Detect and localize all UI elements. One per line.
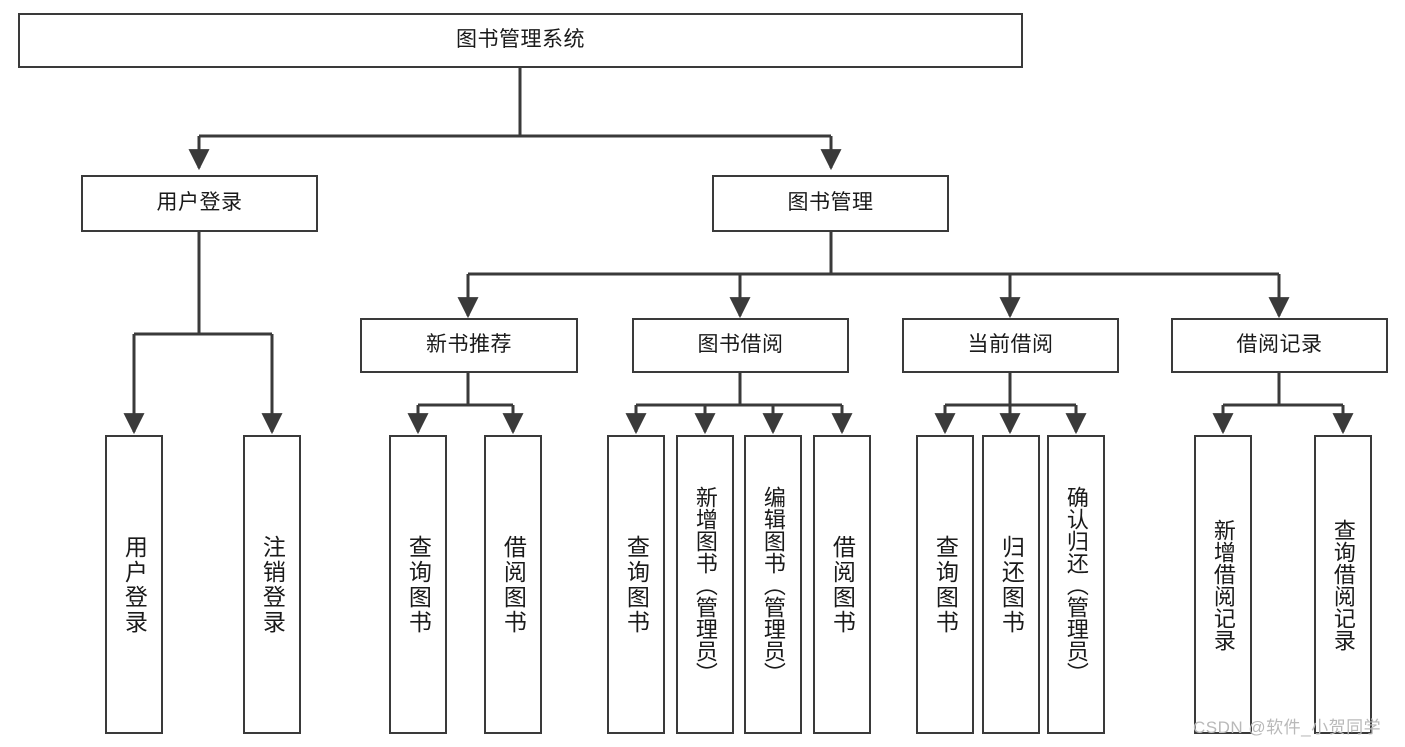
leaf-logout[interactable]: 注销登录 [243, 435, 301, 734]
leaf-add-book-admin[interactable]: 新增图书（管理员） [676, 435, 734, 734]
leaf-query-book-recommend[interactable]: 查询图书 [389, 435, 447, 734]
node-label: 借阅记录 [1236, 333, 1323, 357]
node-label: 查询图书 [932, 534, 959, 635]
leaf-query-book-borrow[interactable]: 查询图书 [607, 435, 665, 734]
node-book-borrow[interactable]: 图书借阅 [632, 318, 849, 373]
node-label: 图书借阅 [697, 333, 784, 357]
node-label: 归还图书 [998, 534, 1025, 635]
node-label: 查询图书 [405, 534, 432, 635]
leaf-confirm-return-admin[interactable]: 确认归还（管理员） [1047, 435, 1105, 734]
node-user-login[interactable]: 用户登录 [81, 175, 318, 232]
node-label: 图书管理系统 [456, 28, 585, 52]
csdn-watermark: CSDN @软件_小贺同学 [1193, 718, 1382, 737]
leaf-user-login[interactable]: 用户登录 [105, 435, 163, 734]
node-new-book-recommend[interactable]: 新书推荐 [360, 318, 578, 373]
node-borrow-records[interactable]: 借阅记录 [1171, 318, 1388, 373]
node-label: 借阅图书 [500, 534, 527, 635]
leaf-edit-book-admin[interactable]: 编辑图书（管理员） [744, 435, 802, 734]
node-current-borrow[interactable]: 当前借阅 [902, 318, 1119, 373]
node-root-system[interactable]: 图书管理系统 [18, 13, 1023, 68]
node-label: 编辑图书（管理员） [760, 485, 786, 684]
leaf-add-borrow-record[interactable]: 新增借阅记录 [1194, 435, 1252, 734]
node-label: 当前借阅 [967, 333, 1054, 357]
node-label: 查询借阅记录 [1330, 518, 1356, 651]
node-label: 确认归还（管理员） [1063, 485, 1089, 684]
node-label: 查询图书 [623, 534, 650, 635]
node-label: 用户登录 [156, 191, 243, 215]
leaf-return-book[interactable]: 归还图书 [982, 435, 1040, 734]
node-label: 注销登录 [259, 534, 286, 635]
leaf-query-book-current[interactable]: 查询图书 [916, 435, 974, 734]
leaf-borrow-book[interactable]: 借阅图书 [813, 435, 871, 734]
leaf-borrow-book-recommend[interactable]: 借阅图书 [484, 435, 542, 734]
node-label: 新增图书（管理员） [692, 485, 718, 684]
node-label: 用户登录 [121, 534, 148, 635]
node-book-management[interactable]: 图书管理 [712, 175, 949, 232]
node-label: 新增借阅记录 [1210, 518, 1236, 651]
node-label: 借阅图书 [829, 534, 856, 635]
node-label: 新书推荐 [426, 333, 512, 357]
node-label: 图书管理 [787, 191, 874, 215]
leaf-query-borrow-record[interactable]: 查询借阅记录 [1314, 435, 1372, 734]
